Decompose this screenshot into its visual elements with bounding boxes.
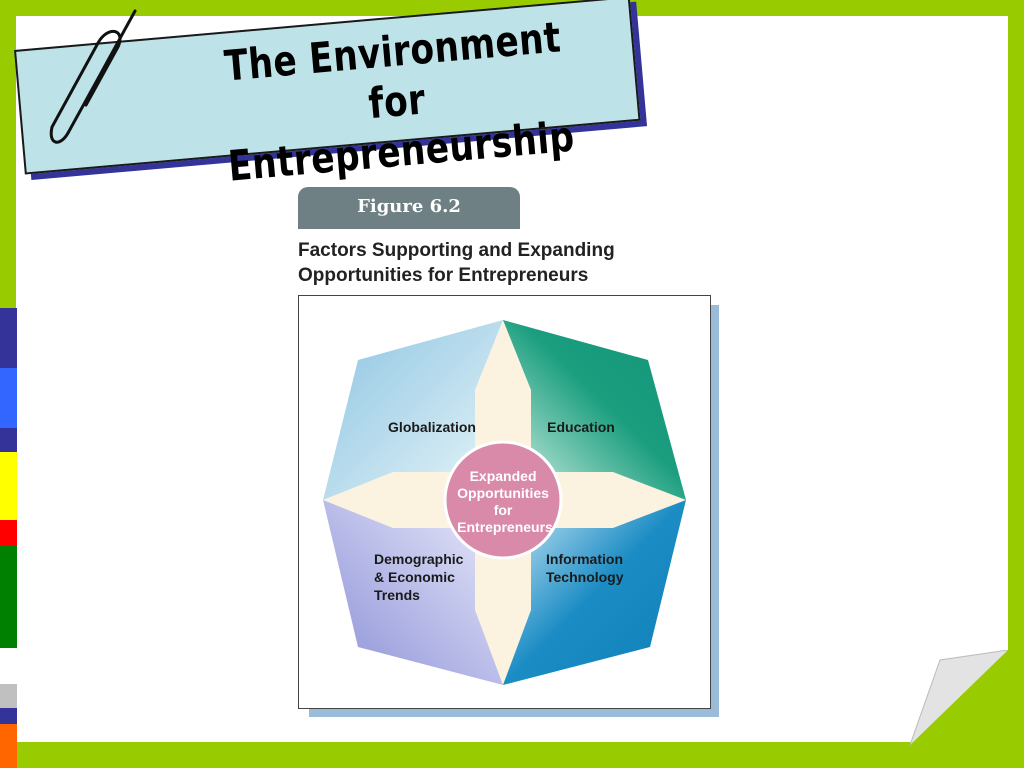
center-label-line-3: for [494, 502, 513, 518]
label-demographic-economic-trends: Demographic & Economic Trends [374, 551, 467, 603]
side-stripe [0, 428, 17, 452]
center-circle [443, 440, 563, 560]
label-education: Education [547, 419, 615, 435]
factors-diagram: Expanded Opportunities for Entrepreneurs… [323, 320, 686, 685]
quadrant-education [503, 320, 686, 500]
side-stripe [0, 648, 17, 684]
center-label-line-2: Opportunities [457, 485, 549, 501]
quadrant-information [503, 500, 686, 685]
quadrant-demographic [323, 500, 503, 685]
side-stripe [0, 308, 17, 368]
side-stripe [0, 452, 17, 520]
figure-caption: Factors Supporting and Expanding Opportu… [298, 238, 718, 288]
paperclip-icon [49, 9, 137, 144]
quadrant-globalization [323, 320, 503, 500]
side-stripe [0, 724, 17, 768]
center-label: Expanded Opportunities for Entrepreneurs [457, 468, 553, 535]
side-stripe [0, 546, 17, 648]
side-stripe [0, 708, 17, 724]
side-stripe [0, 684, 17, 708]
side-stripe [0, 520, 17, 546]
figure-caption-line-2: Opportunities for Entrepreneurs [298, 265, 589, 286]
side-stripe [0, 368, 17, 428]
page-curl-decoration [910, 650, 1010, 745]
label-information-technology: Information Technology [546, 551, 627, 585]
figure-tab: Figure 6.2 [298, 187, 520, 229]
center-label-line-4: Entrepreneurs [457, 519, 553, 535]
figure-caption-line-1: Factors Supporting and Expanding [298, 240, 615, 261]
center-label-line-1: Expanded [470, 468, 537, 484]
label-globalization: Globalization [388, 419, 476, 435]
figure-label: Figure 6.2 [357, 196, 461, 217]
